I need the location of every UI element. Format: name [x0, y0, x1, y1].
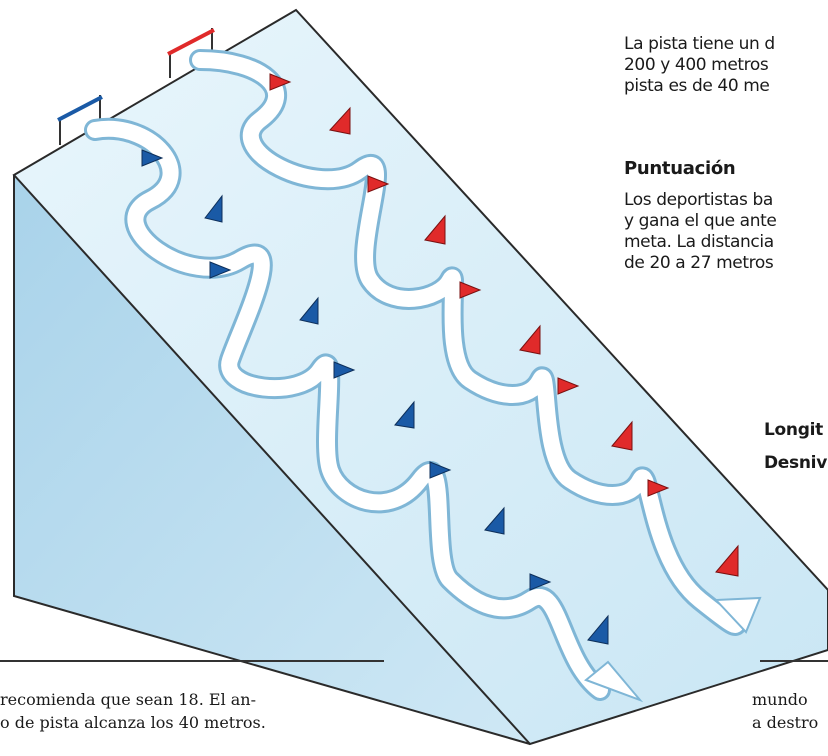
score-line: de 20 a 27 metros	[624, 253, 774, 273]
flag-red-9	[647, 479, 670, 497]
flag-red-2	[329, 106, 351, 135]
flag-blue-5	[333, 361, 356, 379]
flag-blue-6	[394, 400, 415, 429]
flag-red-1	[269, 73, 292, 91]
article-line: a destro	[752, 713, 819, 732]
flag-red-3	[367, 175, 390, 193]
flag-blue-10	[587, 614, 609, 645]
track-blue	[84, 117, 644, 703]
score-line: y gana el que ante	[624, 211, 777, 231]
article-line: mundo	[752, 690, 808, 709]
intro-line: 200 y 400 metros	[624, 55, 769, 75]
flag-blue-8	[484, 506, 505, 535]
drop-label: Desniv	[764, 453, 827, 473]
flag-red-5	[459, 281, 482, 299]
blue-flags	[141, 149, 609, 645]
score-heading: Puntuación	[624, 158, 736, 179]
score-line: Los deportistas ba	[624, 190, 773, 210]
article-line: o de pista alcanza los 40 metros.	[0, 713, 266, 732]
flag-blue-7	[429, 461, 452, 479]
slope-left-edge	[13, 175, 531, 745]
flag-blue-2	[204, 194, 223, 223]
slope-top-face	[12, 8, 828, 746]
article-left: recomienda que sean 18. El an- o de pist…	[0, 688, 330, 734]
intro-line: La pista tiene un d	[624, 34, 775, 54]
start-gate-blue	[57, 95, 103, 145]
score-text: Los deportistas ba y gana el que ante me…	[624, 190, 777, 274]
divider-right	[760, 660, 828, 662]
article-right: mundo a destro	[752, 688, 828, 734]
flag-blue-4	[299, 296, 319, 325]
track-blue-arrow	[584, 660, 644, 703]
track-red	[189, 49, 762, 636]
intro-line: pista es de 40 me	[624, 76, 770, 96]
flag-red-8	[611, 420, 633, 451]
length-label: Longit	[764, 420, 823, 440]
intro-text: La pista tiene un d 200 y 400 metros pis…	[624, 34, 775, 97]
info-panel: La pista tiene un d 200 y 400 metros pis…	[624, 0, 828, 330]
flag-red-6	[519, 324, 541, 355]
score-line: meta. La distancia	[624, 232, 774, 252]
article-line: recomienda que sean 18. El an-	[0, 690, 257, 709]
flag-red-10	[715, 544, 739, 577]
red-flags	[269, 73, 739, 577]
flag-blue-1	[141, 149, 164, 167]
flag-blue-9	[529, 573, 552, 591]
flag-red-4	[424, 214, 446, 245]
track-red-arrow	[713, 596, 762, 634]
flag-red-7	[557, 377, 580, 395]
flag-blue-3	[209, 261, 232, 279]
divider-left	[0, 660, 384, 662]
